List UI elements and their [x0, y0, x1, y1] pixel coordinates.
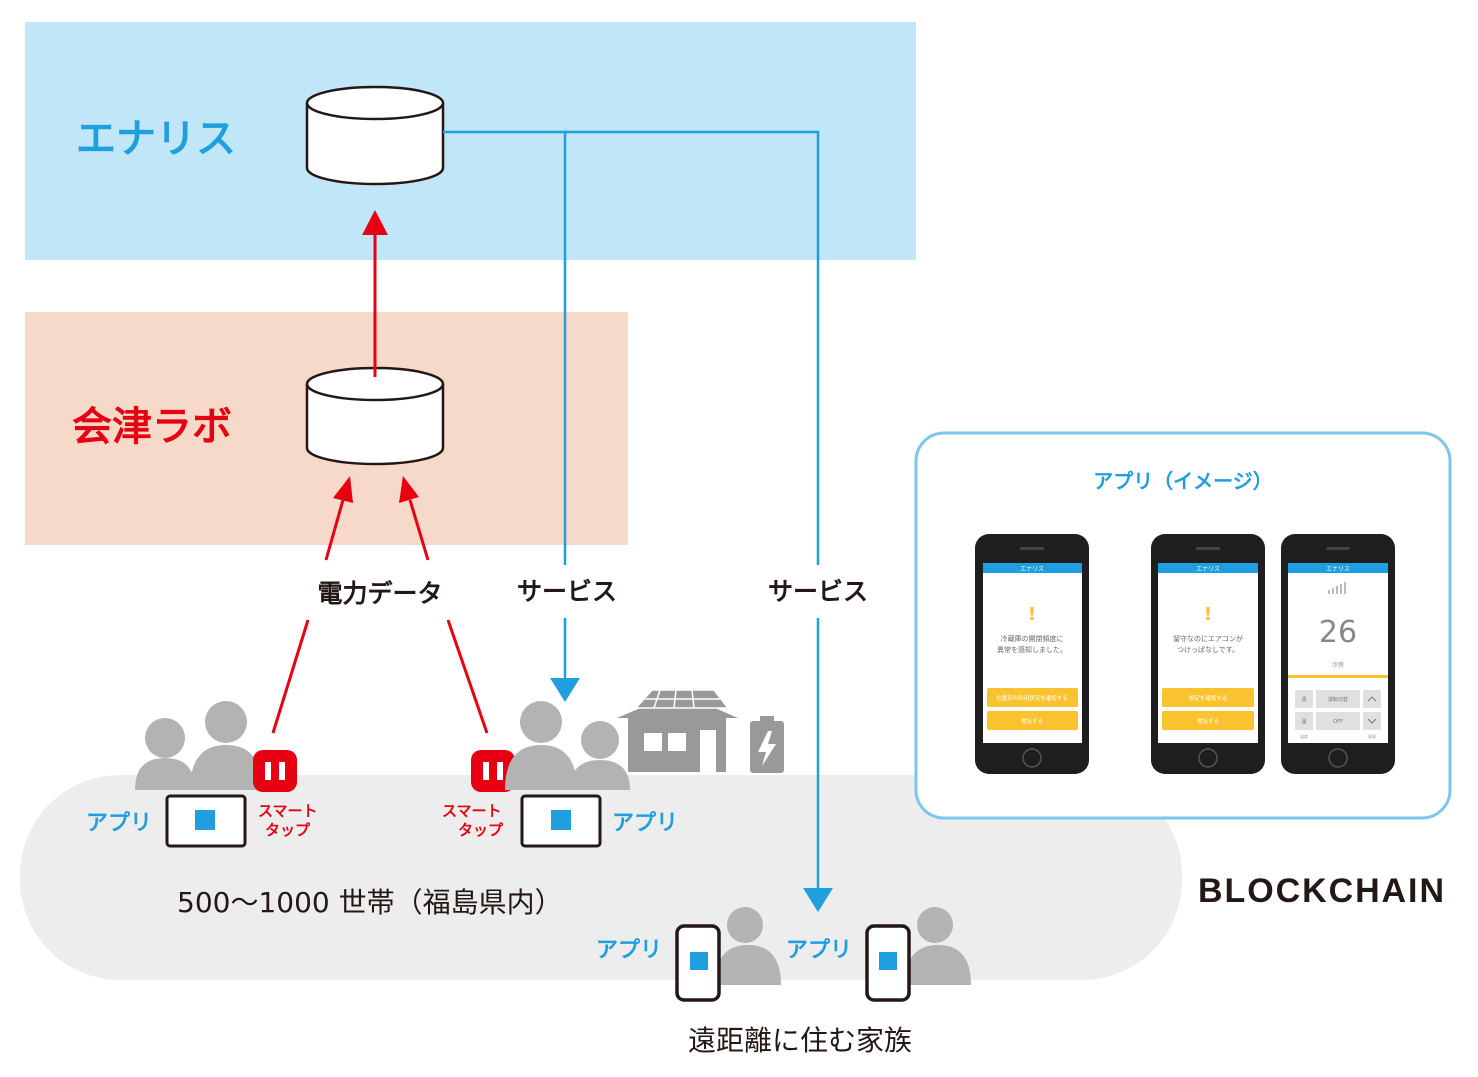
phone-3-footer-1: 温度	[1300, 733, 1308, 739]
family-member-2	[865, 907, 971, 1002]
phone-2-button-1: 設定を確認する	[1189, 694, 1228, 702]
temperature-up-icon	[1367, 696, 1377, 702]
tablet-icon-right	[520, 794, 602, 848]
smart-tap-icon-right	[471, 750, 515, 792]
phone-1-button-1: 位置別の利用状況を確認する	[996, 694, 1068, 702]
service-label-2: サービス	[768, 577, 868, 606]
phone-1-button-2: 電話する	[1021, 717, 1043, 725]
app-label-households-right: アプリ	[612, 811, 678, 836]
house-with-solar-icon	[617, 689, 738, 772]
enaris-band	[25, 22, 916, 260]
app-label-family-2: アプリ	[786, 938, 852, 963]
phone-2-message-line1: 留守なのにエアコンが	[1173, 634, 1243, 643]
family-member-1	[675, 907, 781, 1002]
power-data-label: 電力データ	[317, 579, 442, 608]
aizu-lab-label: 会津ラボ	[72, 404, 232, 450]
smart-tap-label-right-line1: スマート	[442, 802, 502, 820]
phone-mockup-3: エナリス 26 冷房 運 運転切替 温 OFF 温度 風量	[1281, 534, 1395, 774]
family-label: 遠距離に住む家族	[688, 1024, 912, 1057]
signal-strength-icon	[1328, 582, 1346, 594]
app-label-family-1: アプリ	[596, 938, 662, 963]
phone-3-header: エナリス	[1326, 566, 1350, 573]
tablet-icon-left	[165, 794, 247, 848]
phone-1-message-line1: 冷蔵庫の開閉頻度に	[1001, 634, 1064, 643]
phone-3-control-2: 運転切替	[1328, 696, 1348, 703]
service-line-family	[565, 130, 833, 912]
phone-1-alert-icon: !	[1028, 604, 1036, 625]
smart-tap-label-left-line2: タップ	[265, 821, 311, 839]
power-data-arrow-left	[271, 476, 353, 734]
phone-1-message-line2: 異常を感知しました。	[997, 645, 1067, 654]
phone-3-control-3: 温	[1301, 718, 1306, 725]
household-people-icon-right	[505, 701, 630, 790]
smart-tap-icon-left	[253, 750, 297, 792]
temperature-down-icon	[1367, 718, 1377, 724]
data-upload-arrow	[362, 210, 388, 377]
phone-2-message-line2: つけっぱなしです。	[1177, 646, 1239, 654]
phone-3-control-1: 運	[1301, 697, 1306, 703]
phone-2-header: エナリス	[1196, 566, 1220, 573]
phone-3-mode: 冷房	[1332, 661, 1344, 669]
enaris-label: エナリス	[76, 116, 236, 162]
phone-2-alert-icon: !	[1204, 604, 1212, 625]
app-label-households-left: アプリ	[86, 811, 152, 836]
phone-mockup-1: エナリス ! 冷蔵庫の開閉頻度に 異常を感知しました。 位置別の利用状況を確認す…	[975, 534, 1089, 774]
enaris-database-icon	[305, 85, 445, 186]
households-label: 500〜1000 世帯（福島県内）	[177, 886, 563, 919]
service-label-1: サービス	[517, 577, 617, 606]
power-data-arrow-right	[399, 476, 489, 734]
phone-3-control-4: OFF	[1333, 719, 1343, 725]
household-people-icon-left	[135, 701, 262, 790]
battery-icon	[750, 716, 784, 773]
aizu-database-icon	[305, 366, 445, 466]
phone-3-footer-2: 風量	[1368, 733, 1376, 739]
phone-mockup-2: エナリス ! 留守なのにエアコンが つけっぱなしです。 設定を確認する 電話する	[1151, 534, 1265, 774]
phone-3-temperature: 26	[1319, 615, 1357, 650]
phone-2-button-2: 電話する	[1197, 717, 1219, 725]
smart-tap-label-left-line1: スマート	[258, 802, 318, 820]
blockchain-label: BLOCKCHAIN	[1198, 872, 1444, 910]
smart-tap-label-right-line2: タップ	[458, 821, 504, 839]
app-image-title: アプリ（イメージ）	[1093, 469, 1273, 493]
phone-1-header: エナリス	[1020, 566, 1044, 573]
